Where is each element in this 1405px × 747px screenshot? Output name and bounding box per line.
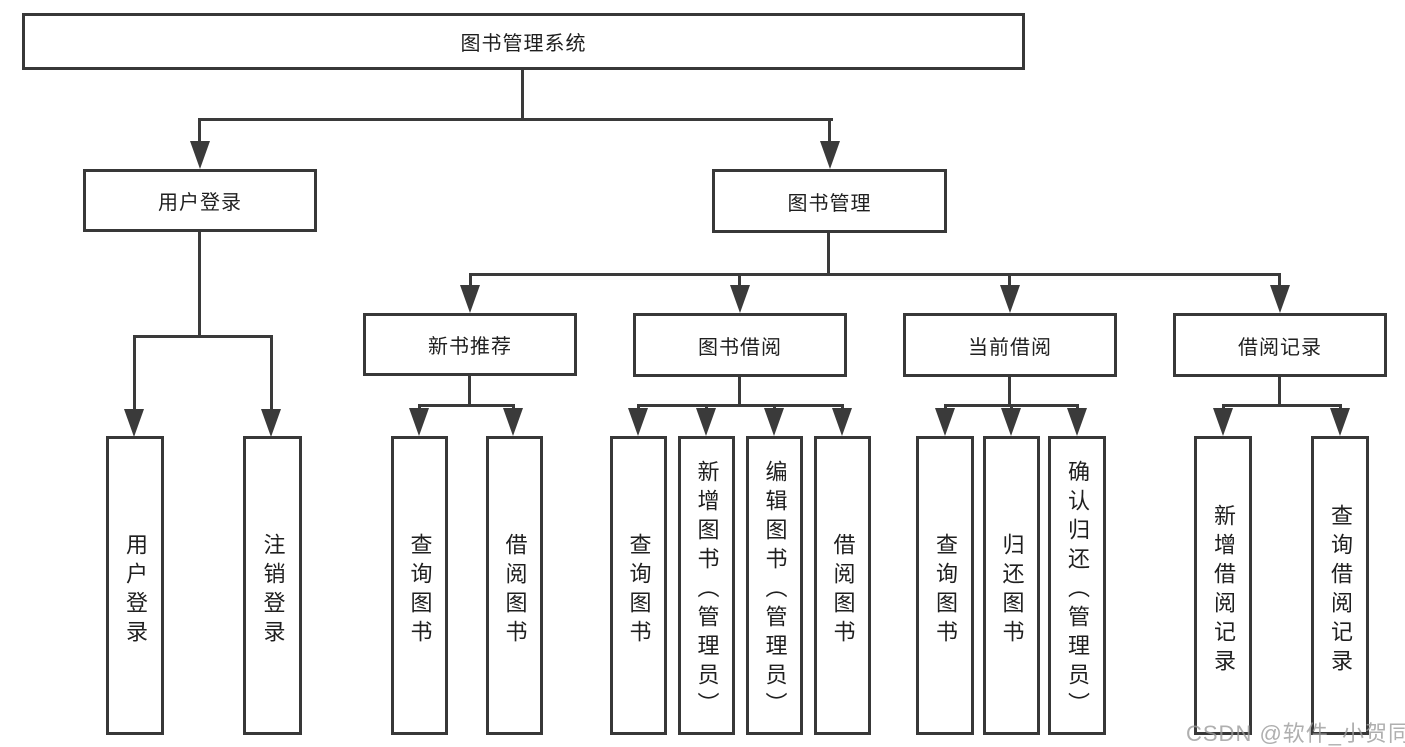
arrow-down-icon <box>1067 408 1087 436</box>
arrow-down-icon <box>1330 408 1350 436</box>
connector-branch <box>637 404 844 407</box>
arrow-down-icon <box>1213 408 1233 436</box>
leaf-label: 确认归还（管理员） <box>1065 460 1090 721</box>
node-current-borrow: 当前借阅 <box>903 313 1117 377</box>
node-borrow-records: 借阅记录 <box>1173 313 1387 377</box>
node-label: 新书推荐 <box>428 336 512 358</box>
arrow-down-icon <box>628 408 648 436</box>
connector-book-mgmt-stem <box>827 233 830 275</box>
csdn-watermark: CSDN @软件_小贺同学 <box>1186 721 1405 746</box>
leaf-label: 新增借阅记录 <box>1211 503 1236 678</box>
node-new-book-recommend: 新书推荐 <box>363 313 577 376</box>
leaf-label: 编辑图书（管理员） <box>762 460 788 721</box>
arrow-down-icon <box>935 408 955 436</box>
leaf-query-borrow-record: 查询借阅记录 <box>1311 436 1369 735</box>
leaf-borrow-books-recommend: 借阅图书 <box>486 436 543 735</box>
leaf-confirm-return-admin: 确认归还（管理员） <box>1048 436 1106 735</box>
connector-stub <box>270 335 273 411</box>
connector-stem <box>1008 377 1011 406</box>
leaf-label: 归还图书 <box>999 532 1025 649</box>
node-user-login: 用户登录 <box>83 169 317 232</box>
connector-user-login-stem <box>198 232 201 337</box>
arrow-down-icon <box>409 408 429 436</box>
connector-stub <box>469 273 472 287</box>
arrow-down-icon <box>1000 285 1020 313</box>
connector-stem <box>1278 377 1281 406</box>
node-label: 图书管理 <box>787 192 872 215</box>
leaf-query-books-current: 查询图书 <box>916 436 974 735</box>
leaf-add-borrow-record: 新增借阅记录 <box>1194 436 1252 735</box>
leaf-borrow-books: 借阅图书 <box>814 436 871 735</box>
leaf-label: 查询图书 <box>933 532 958 649</box>
arrow-down-icon <box>1001 408 1021 436</box>
connector-root-branch <box>199 118 833 121</box>
connector-stub <box>1008 273 1011 287</box>
leaf-label: 新增图书（管理员） <box>694 460 720 721</box>
node-label: 图书借阅 <box>698 336 782 359</box>
connector-root-stem <box>521 70 524 120</box>
arrow-down-icon <box>261 409 281 437</box>
node-label: 图书管理系统 <box>460 33 587 55</box>
leaf-label: 借阅图书 <box>830 532 856 649</box>
leaf-user-login: 用户登录 <box>106 436 164 735</box>
connector-book-mgmt-branch <box>469 273 1281 276</box>
leaf-label: 用户登录 <box>123 532 148 649</box>
node-label: 用户登录 <box>158 192 242 214</box>
arrow-down-icon <box>190 141 210 169</box>
arrow-down-icon <box>696 408 716 436</box>
leaf-label: 注销登录 <box>260 532 286 649</box>
leaf-query-books-recommend: 查询图书 <box>391 436 448 735</box>
leaf-label: 借阅图书 <box>502 532 528 649</box>
connector-stub <box>133 335 136 411</box>
arrow-down-icon <box>460 285 480 313</box>
arrow-down-icon <box>124 409 144 437</box>
leaf-edit-books-admin: 编辑图书（管理员） <box>746 436 803 735</box>
leaf-query-books-borrow: 查询图书 <box>610 436 667 735</box>
arrow-down-icon <box>820 141 840 169</box>
connector-user-login-branch <box>133 335 273 338</box>
arrow-down-icon <box>503 408 523 436</box>
connector-stem <box>468 376 471 406</box>
arrow-down-icon <box>764 408 784 436</box>
arrow-down-icon <box>832 408 852 436</box>
connector-stem <box>738 377 741 406</box>
leaf-label: 查询图书 <box>626 532 652 649</box>
node-root-library-management-system: 图书管理系统 <box>22 13 1025 70</box>
arrow-down-icon <box>1270 285 1290 313</box>
leaf-logout: 注销登录 <box>243 436 302 735</box>
leaf-add-books-admin: 新增图书（管理员） <box>678 436 735 735</box>
connector-branch <box>1222 404 1342 407</box>
node-label: 借阅记录 <box>1238 336 1322 359</box>
leaf-label: 查询借阅记录 <box>1328 503 1353 678</box>
connector-branch <box>418 404 515 407</box>
leaf-return-books: 归还图书 <box>983 436 1040 735</box>
node-book-management: 图书管理 <box>712 169 947 233</box>
leaf-label: 查询图书 <box>407 532 433 649</box>
node-label: 当前借阅 <box>968 336 1052 359</box>
arrow-down-icon <box>730 285 750 313</box>
connector-stub <box>198 118 201 145</box>
connector-stub <box>1278 273 1281 287</box>
node-book-borrow: 图书借阅 <box>633 313 847 377</box>
connector-stub <box>828 118 831 145</box>
connector-stub <box>738 273 741 287</box>
